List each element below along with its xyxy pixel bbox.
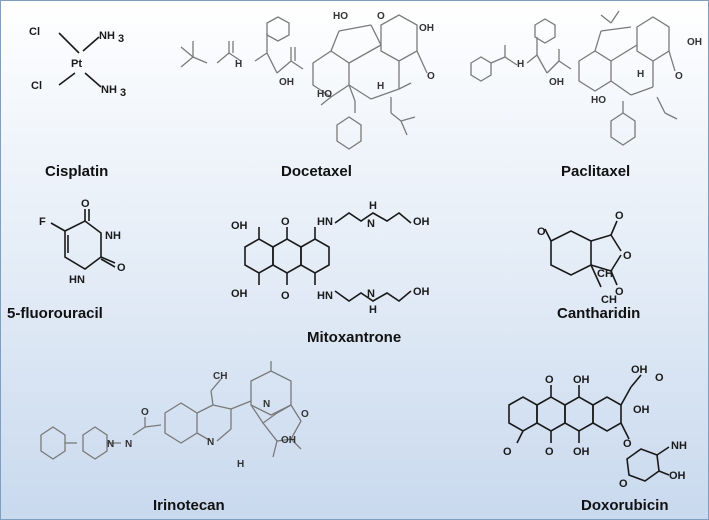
mitoxantrone-oh-label-3: OH xyxy=(231,288,248,300)
doxorubicin-o-label-4: O xyxy=(503,446,512,458)
mitoxantrone-hn-label-1: HN xyxy=(317,216,333,228)
mitoxantrone-n-label-2: N xyxy=(367,288,375,300)
doxorubicin-o-label-6: O xyxy=(619,478,628,490)
compound-name-cisplatin: Cisplatin xyxy=(45,163,109,180)
cantharidin-o-label-2: O xyxy=(615,210,624,222)
cisplatin-nh3-label-1: NH xyxy=(99,30,115,42)
mitoxantrone-panel: OH O HN H N OH OH O HN N H OH Mitoxantro… xyxy=(201,191,461,351)
irinotecan-o-label-1: O xyxy=(141,407,149,418)
mitoxantrone-hn-label-2: HN xyxy=(317,290,333,302)
irinotecan-panel: N N O N CH N O OH H Irinotecan xyxy=(1,351,351,519)
irinotecan-ch3-label: CH xyxy=(213,371,227,382)
cisplatin-cl-label-2: Cl xyxy=(31,80,42,92)
mitoxantrone-h-label-1: H xyxy=(369,200,377,212)
docetaxel-ho-label-2: HO xyxy=(317,89,332,100)
cantharidin-ch3-label-2: CH xyxy=(601,294,617,306)
paclitaxel-nh-label: H xyxy=(517,59,524,70)
doxorubicin-o-label-1: O xyxy=(545,374,554,386)
paclitaxel-oh-label-2: OH xyxy=(549,77,564,88)
doxorubicin-nh2-label: NH xyxy=(671,440,687,452)
mitoxantrone-oh-label-2: OH xyxy=(413,216,430,228)
doxorubicin-oh-label-5: OH xyxy=(669,470,686,482)
docetaxel-ho-label-1: HO xyxy=(333,11,348,22)
irinotecan-structure: N N O N CH N O OH H xyxy=(40,361,309,470)
irinotecan-n-label-4: N xyxy=(263,399,270,410)
fluorouracil-o-label-1: O xyxy=(81,198,90,210)
cantharidin-o-label-3: O xyxy=(623,250,632,262)
irinotecan-n-label-2: N xyxy=(125,439,132,450)
cisplatin-panel: Cl Pt NH 3 Cl NH 3 Cisplatin xyxy=(1,1,201,191)
docetaxel-o-label-2: O xyxy=(427,71,435,82)
doxorubicin-oh-label-4: OH xyxy=(573,446,590,458)
cisplatin-pt-label: Pt xyxy=(71,58,82,70)
irinotecan-n-label-1: N xyxy=(107,439,114,450)
compound-name-cantharidin: Cantharidin xyxy=(557,305,641,322)
fluorouracil-structure: O F NH O HN xyxy=(39,198,126,286)
compound-name-mitoxantrone: Mitoxantrone xyxy=(307,329,402,346)
docetaxel-o-label-1: O xyxy=(377,11,385,22)
mitoxantrone-oh-label-4: OH xyxy=(413,286,430,298)
cisplatin-subscript-2: 3 xyxy=(120,87,126,99)
irinotecan-h3c-label: H xyxy=(237,459,244,470)
cantharidin-panel: O O O O CH CH Cantharidin xyxy=(501,191,708,351)
docetaxel-structure: HO O OH H O HO OH H xyxy=(180,11,435,150)
irinotecan-n-label-3: N xyxy=(207,437,214,448)
cisplatin-cl-label-1: Cl xyxy=(29,26,40,38)
doxorubicin-panel: O OH OH O OH O OH O O NH OH O Doxorubici… xyxy=(481,351,708,519)
docetaxel-panel: HO O OH H O HO OH H Docetaxel xyxy=(171,1,451,191)
cisplatin-structure: Cl Pt NH 3 Cl NH 3 xyxy=(29,26,126,99)
fluorouracil-f-label: F xyxy=(39,216,46,228)
docetaxel-nh-label: H xyxy=(235,59,242,70)
paclitaxel-ho-label: HO xyxy=(591,95,606,106)
doxorubicin-o-label-5: O xyxy=(623,438,632,450)
paclitaxel-structure: OH H O HO OH H xyxy=(470,10,702,146)
compound-name-fluorouracil: 5-fluorouracil xyxy=(7,305,103,322)
paclitaxel-h-label: H xyxy=(637,69,644,80)
mitoxantrone-structure: OH O HN H N OH OH O HN N H OH xyxy=(231,200,430,316)
paclitaxel-o-label: O xyxy=(675,71,683,82)
mitoxantrone-h-label-2: H xyxy=(369,304,377,316)
doxorubicin-structure: O OH OH O OH O OH O O NH OH O xyxy=(503,364,687,490)
cantharidin-ch3-label-1: CH xyxy=(597,268,613,280)
cisplatin-subscript-1: 3 xyxy=(118,33,124,45)
doxorubicin-o-label-3: O xyxy=(545,446,554,458)
compound-name-doxorubicin: Doxorubicin xyxy=(581,497,669,514)
cantharidin-o-label-4: O xyxy=(615,286,624,298)
paclitaxel-panel: OH H O HO OH H Paclitaxel xyxy=(461,1,708,191)
cantharidin-structure: O O O O CH CH xyxy=(537,210,632,306)
irinotecan-oh-label: OH xyxy=(281,435,296,446)
mitoxantrone-oh-label-1: OH xyxy=(231,220,248,232)
docetaxel-oh-label-2: OH xyxy=(279,77,294,88)
docetaxel-oh-label: OH xyxy=(419,23,434,34)
mitoxantrone-n-label-1: N xyxy=(367,218,375,230)
paclitaxel-oh-label: OH xyxy=(687,37,702,48)
compound-name-irinotecan: Irinotecan xyxy=(153,497,225,514)
mitoxantrone-o-label-1: O xyxy=(281,216,290,228)
doxorubicin-oh-label-1: OH xyxy=(573,374,590,386)
fluorouracil-hn-label: HN xyxy=(69,274,85,286)
compound-name-paclitaxel: Paclitaxel xyxy=(561,163,631,180)
irinotecan-o-label-2: O xyxy=(301,409,309,420)
compound-name-docetaxel: Docetaxel xyxy=(281,163,352,180)
doxorubicin-oh-label-3: OH xyxy=(633,404,650,416)
doxorubicin-o-label-2: O xyxy=(655,372,664,384)
docetaxel-h-label: H xyxy=(377,81,384,92)
doxorubicin-oh-label-2: OH xyxy=(631,364,648,376)
fluorouracil-panel: O F NH O HN 5-fluorouracil xyxy=(1,191,201,351)
fluorouracil-nh-label: NH xyxy=(105,230,121,242)
cisplatin-nh3-label-2: NH xyxy=(101,84,117,96)
fluorouracil-o-label-2: O xyxy=(117,262,126,274)
mitoxantrone-o-label-2: O xyxy=(281,290,290,302)
cantharidin-o-label-1: O xyxy=(537,226,546,238)
